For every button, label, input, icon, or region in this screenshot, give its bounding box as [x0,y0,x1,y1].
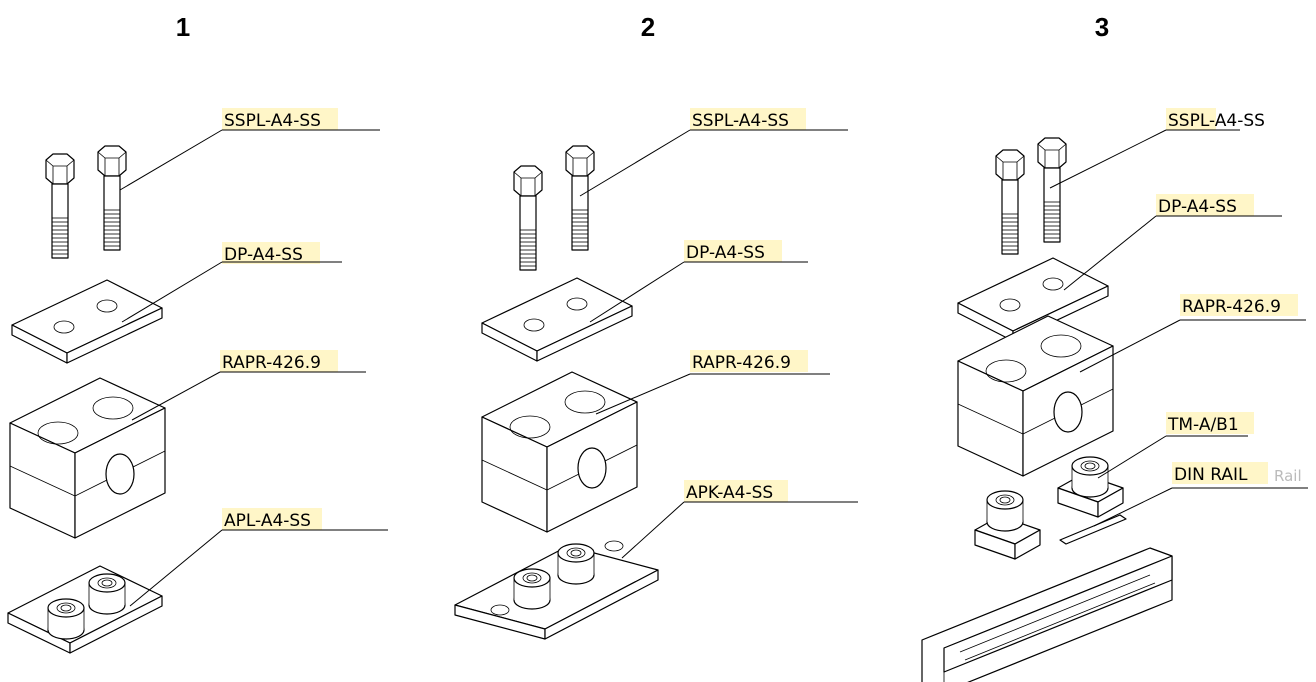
label-sspl-a4-ss: SSPL-A4-SS [692,111,789,131]
bolt-icon [1037,137,1067,243]
clamp-block-icon [957,315,1114,477]
bolt-icon [995,149,1025,255]
din-rail-icon [921,514,1173,682]
t-nut-icon [974,490,1041,560]
base-plate-icon [454,540,659,640]
column-2-number: 2 [641,12,655,42]
label-din-rail: DIN RAIL [1174,465,1248,485]
bolt-icon [565,145,595,251]
drilled-plate-icon [481,277,633,362]
label-apk-a4-ss: APK-A4-SS [686,483,773,503]
column-3-number: 3 [1095,12,1109,42]
column-2: 2 SSPL-A4-SS DP-A4-SS RAPR-426.9 APK-A4-… [454,12,858,640]
drilled-plate-icon [11,279,163,364]
label-dp-a4-ss: DP-A4-SS [1158,197,1237,217]
label-tm-a-b1: TM-A/B1 [1167,415,1239,435]
bolt-icon [97,145,127,251]
bolt-icon [513,165,543,271]
faded-rail-text: Rail [1274,467,1302,485]
bolt-icon [45,153,75,259]
column-1-number: 1 [176,12,190,42]
clamp-block-icon [9,377,166,539]
label-rapr-426-9: RAPR-426.9 [1182,297,1281,317]
label-rapr-426-9: RAPR-426.9 [222,353,321,373]
label-dp-a4-ss: DP-A4-SS [224,245,303,265]
label-rapr-426-9: RAPR-426.9 [692,353,791,373]
label-dp-a4-ss: DP-A4-SS [686,243,765,263]
clamp-block-icon [481,371,638,533]
base-plate-icon [7,565,163,654]
column-1: 1 SSPL-A4-SS DP-A4-SS RAPR-426.9 APL-A4-… [7,12,388,654]
label-sspl-a4-ss: SSPL-A4-SS [224,111,321,131]
label-sspl-a4-ss: SSPL-A4-SS [1168,111,1265,131]
label-apl-a4-ss: APL-A4-SS [224,511,311,531]
column-3: 3 SSPL-A4-SS DP [921,12,1308,682]
t-nut-icon [1057,456,1124,518]
